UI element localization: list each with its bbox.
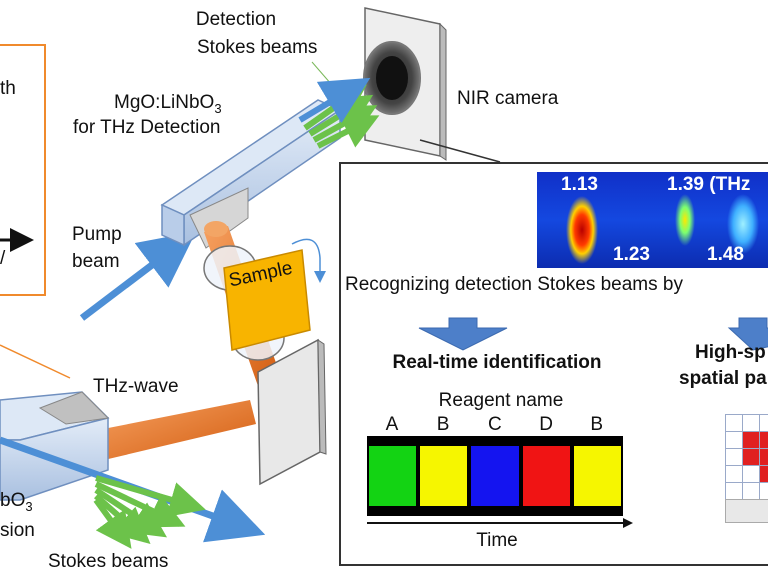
grid-cell bbox=[759, 465, 768, 483]
reagent-letter: C bbox=[488, 414, 502, 435]
reagent-block bbox=[522, 446, 570, 506]
spectrum-label-bottom-left: 1.23 bbox=[613, 244, 650, 265]
time-label: Time bbox=[476, 530, 518, 551]
grid-cell bbox=[759, 431, 768, 449]
reagent-letter: B bbox=[590, 414, 604, 435]
spectrum-label-top-left: 1.13 bbox=[561, 174, 598, 195]
reagent-letter: A bbox=[385, 414, 399, 435]
realtime-title: Real-time identification bbox=[392, 352, 602, 373]
detection-inset-panel: 1.13 1.39 (THz 1.23 1.48 Recognizing det… bbox=[339, 162, 768, 566]
spectrum-label-top-right: 1.39 (THz bbox=[667, 174, 751, 195]
stokes-beams-label: Stokes beams bbox=[48, 551, 169, 572]
time-axis-arrow bbox=[367, 518, 633, 528]
left-cropped-panel bbox=[0, 44, 46, 296]
grid-cell bbox=[725, 448, 743, 466]
spectrum-image: 1.13 1.39 (THz 1.23 1.48 bbox=[537, 172, 768, 268]
stokes-beams-lower bbox=[93, 475, 206, 549]
nir-camera-label: NIR camera bbox=[457, 88, 559, 109]
spatial-grid bbox=[725, 414, 768, 524]
grid-cell bbox=[742, 414, 760, 432]
grid-cell bbox=[759, 414, 768, 432]
scan-direction-arrow bbox=[291, 238, 326, 283]
grid-base bbox=[725, 499, 768, 523]
nir-camera bbox=[363, 7, 447, 161]
down-arrow-left bbox=[418, 317, 508, 351]
grid-cell bbox=[725, 414, 743, 432]
grid-cell bbox=[725, 465, 743, 483]
grid-cell bbox=[742, 465, 760, 483]
grid-cell bbox=[742, 482, 760, 500]
highspeed-title-line2: spatial pa bbox=[679, 368, 767, 389]
reagent-letter: D bbox=[539, 414, 553, 435]
camera-to-inset-line bbox=[419, 139, 501, 163]
mgo-detection-label-line2: for THz Detection bbox=[73, 117, 221, 138]
detection-stokes-label-line2: Stokes beams bbox=[197, 37, 318, 58]
detection-leader-line bbox=[311, 61, 339, 93]
grid-cell bbox=[725, 482, 743, 500]
sample-plate bbox=[223, 249, 311, 351]
reagent-block bbox=[471, 446, 519, 506]
mgo-detection-label: MgO:LiNbO3 bbox=[114, 92, 222, 116]
grid-cell bbox=[759, 448, 768, 466]
pump-beam-label-line2: beam bbox=[72, 251, 120, 272]
left-crystal-label-line2: sion bbox=[0, 520, 35, 541]
grid-cell bbox=[725, 431, 743, 449]
reagent-title: Reagent name bbox=[438, 390, 564, 411]
reagent-letter: B bbox=[436, 414, 450, 435]
mirror-lower bbox=[257, 338, 327, 486]
down-arrows bbox=[418, 317, 768, 351]
inset-caption: Recognizing detection Stokes beams by bbox=[345, 274, 683, 295]
left-crystal-label: bO3 bbox=[0, 490, 33, 514]
grid-cell bbox=[742, 431, 760, 449]
reagent-bar bbox=[367, 436, 623, 516]
left-panel-text-top: th bbox=[0, 78, 16, 99]
grid-cell bbox=[759, 482, 768, 500]
pump-beam-upper bbox=[79, 231, 197, 321]
pump-beam-to-camera bbox=[298, 77, 371, 124]
left-panel-arrow-tail: / bbox=[0, 248, 6, 269]
reagent-block bbox=[369, 446, 417, 506]
detection-stokes-label: Detection bbox=[195, 9, 277, 30]
reagent-block bbox=[420, 446, 468, 506]
down-arrow-right bbox=[727, 317, 768, 351]
panel-connector-line bbox=[0, 344, 71, 379]
grid-cell bbox=[742, 448, 760, 466]
highspeed-title: High-sp bbox=[695, 342, 766, 363]
thz-wave-label: THz-wave bbox=[93, 376, 179, 397]
reagent-block bbox=[573, 446, 621, 506]
thz-beam-horizontal bbox=[98, 400, 256, 460]
spectrum-label-bottom-right: 1.48 bbox=[707, 244, 744, 265]
pump-beam-label: Pump bbox=[72, 224, 122, 245]
